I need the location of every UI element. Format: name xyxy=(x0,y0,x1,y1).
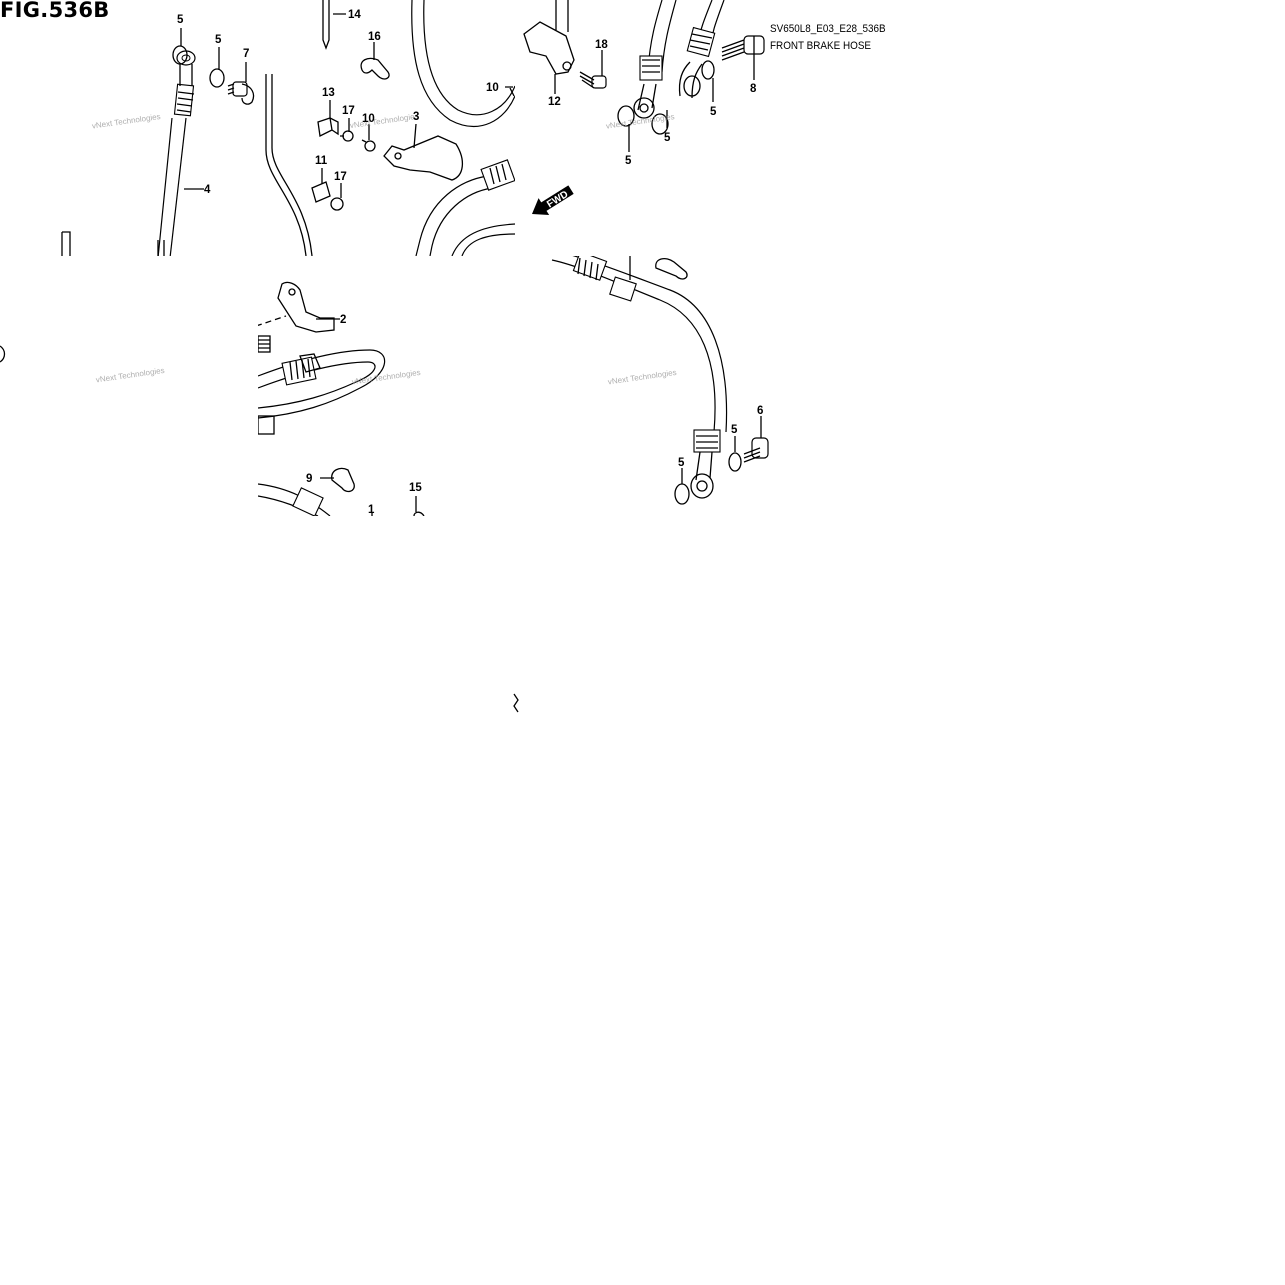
washer-5b xyxy=(209,68,225,88)
part-label: 15 xyxy=(409,482,422,494)
panel-bottom-left xyxy=(258,467,425,516)
part-label: 8 xyxy=(750,83,757,95)
watermark: vNext Technologies xyxy=(349,112,419,131)
part-label: 3 xyxy=(413,111,419,123)
model-code: SV650L8_E03_E28_536B xyxy=(770,23,886,35)
section-title: FRONT BRAKE HOSE xyxy=(770,40,872,52)
panel-middle-right xyxy=(551,256,769,505)
part-label: 5 xyxy=(678,457,685,469)
part-label: 9 xyxy=(306,473,312,485)
part-label: 14 xyxy=(348,9,361,21)
watermark: vNext Technologies xyxy=(605,112,675,131)
part-label: 17 xyxy=(342,105,355,117)
part-label: 16 xyxy=(368,31,381,43)
hose-4 xyxy=(157,50,196,256)
part-label: 10 xyxy=(362,113,375,125)
panel-top-left xyxy=(61,0,515,256)
part-label: 12 xyxy=(548,96,561,108)
bolt-7 xyxy=(227,81,255,105)
part-label: 17 xyxy=(334,171,347,183)
part-number-labels: 5 5 7 14 16 13 17 10 3 11 17 4 10 12 18 … xyxy=(177,9,763,516)
washer-5a xyxy=(172,45,188,65)
part-label: 1 xyxy=(368,504,375,516)
part-label: 18 xyxy=(595,39,608,51)
bolt-6 xyxy=(743,437,769,463)
part-label: 10 xyxy=(486,82,499,94)
bolt-8 xyxy=(721,35,765,61)
figure-title: FIG.536B xyxy=(0,0,110,22)
part-label: 5 xyxy=(215,34,222,46)
watermark: vNext Technologies xyxy=(607,368,677,387)
watermarks: vNext Technologies vNext Technologies vN… xyxy=(91,112,677,387)
fragment-left xyxy=(0,345,6,363)
bolt-18 xyxy=(579,71,607,89)
watermark: vNext Technologies xyxy=(351,368,421,387)
fragment-center xyxy=(513,693,519,713)
part-label: 11 xyxy=(315,155,328,167)
part-label: 13 xyxy=(322,87,335,99)
part-label: 5 xyxy=(731,424,738,436)
part-label: 5 xyxy=(664,132,671,144)
part-label: 6 xyxy=(757,405,763,417)
part-label: 4 xyxy=(204,184,211,196)
part-label: 5 xyxy=(625,155,632,167)
watermark: vNext Technologies xyxy=(95,366,165,385)
part-label: 7 xyxy=(243,48,249,60)
part-label: 2 xyxy=(340,314,346,326)
panel-top-right: FWD xyxy=(523,0,765,216)
part-label: 5 xyxy=(710,106,717,118)
panel-middle-left xyxy=(258,281,386,435)
fwd-arrow: FWD xyxy=(532,185,574,216)
part-label: 5 xyxy=(177,14,184,26)
watermark: vNext Technologies xyxy=(91,112,161,131)
